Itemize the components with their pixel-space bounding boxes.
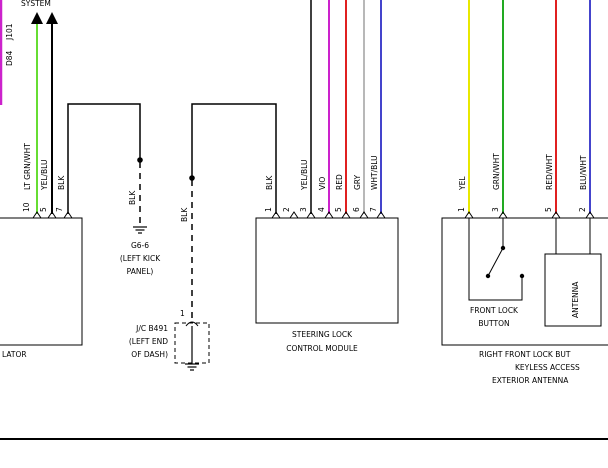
- wire-label: YEL/BLU: [40, 160, 49, 191]
- connector-pins: [32, 211, 73, 219]
- pin-number: 10: [22, 202, 31, 212]
- jc-pin: 1: [180, 309, 185, 318]
- pin-number: 1: [457, 207, 466, 212]
- jc-location: (LEFT END: [129, 337, 168, 346]
- splice-dot: [189, 175, 195, 181]
- wire-blk-left: [67, 103, 141, 214]
- wire-label: VIO: [318, 177, 327, 190]
- antenna-box: [544, 253, 602, 327]
- pin-number: 7: [55, 207, 64, 212]
- arrow-up-icon: [31, 12, 43, 24]
- wire-label: GRN/WHT: [492, 153, 501, 190]
- jc-location: OF DASH): [131, 350, 168, 359]
- right-module-box: [441, 217, 608, 346]
- wire-label: LT GRN/WHT: [23, 143, 32, 190]
- button-name: FRONT LOCK: [470, 306, 519, 315]
- jc-connector: [185, 321, 199, 327]
- pin-number: 4: [317, 207, 326, 212]
- switch-icon: [468, 218, 523, 301]
- switch-contact: [519, 273, 525, 279]
- switch-contact: [485, 273, 491, 279]
- ref-d84: D84: [5, 50, 14, 66]
- wire-label: BLK: [57, 175, 66, 190]
- wire-label: BLU/WHT: [579, 155, 588, 190]
- steering-lock-name: STEERING LOCK: [292, 330, 353, 339]
- pin-number: 7: [369, 207, 378, 212]
- ground-name: G6-6: [131, 241, 149, 250]
- ground-location: (LEFT KICK: [120, 254, 161, 263]
- left-module-name: LATOR: [2, 350, 27, 359]
- right-module-name: RIGHT FRONT LOCK BUT: [479, 350, 571, 359]
- pin-number: 1: [264, 207, 273, 212]
- ground-icon: [185, 363, 199, 371]
- right-module-name: EXTERIOR ANTENNA: [492, 376, 569, 385]
- right-module-name: KEYLESS ACCESS: [515, 363, 580, 372]
- wire-label: BLK: [128, 190, 137, 205]
- wire-label: GRY: [353, 174, 362, 190]
- wire-label: YEL: [458, 176, 467, 191]
- pin-number: 2: [578, 207, 587, 212]
- button-name: BUTTON: [478, 319, 509, 328]
- pin-number: 3: [299, 207, 308, 212]
- left-module-box: [0, 217, 83, 346]
- wire-label: RED/WHT: [545, 154, 554, 190]
- ground-icon: [133, 226, 147, 234]
- jc-name: J/C B491: [135, 324, 168, 333]
- splice-dot: [137, 157, 143, 163]
- pin-number: 2: [282, 207, 291, 212]
- ref-j101: J101: [5, 23, 14, 41]
- connector-pins: [271, 211, 386, 219]
- pin-number: 5: [544, 207, 553, 212]
- pin-number: 5: [39, 207, 48, 212]
- steering-lock-box: [255, 217, 399, 324]
- arrow-up-icon: [46, 12, 58, 24]
- connector-pins: [464, 211, 595, 219]
- pin-number: 5: [334, 207, 343, 212]
- system-label: SYSTEM: [21, 0, 51, 8]
- wire-label: BLK: [180, 207, 189, 222]
- wire-label: YEL/BLU: [300, 160, 309, 191]
- ground-location: PANEL): [127, 267, 154, 276]
- wire-label: RED: [335, 174, 344, 190]
- pin-number: 6: [352, 207, 361, 212]
- antenna-label: ANTENNA: [571, 281, 580, 318]
- wire-label: WHT/BLU: [370, 155, 379, 190]
- steering-lock-name: CONTROL MODULE: [286, 344, 358, 353]
- wire-label: BLK: [265, 175, 274, 190]
- wire-blk-steering: [191, 103, 277, 214]
- switch-contact: [500, 245, 506, 251]
- pin-number: 3: [491, 207, 500, 212]
